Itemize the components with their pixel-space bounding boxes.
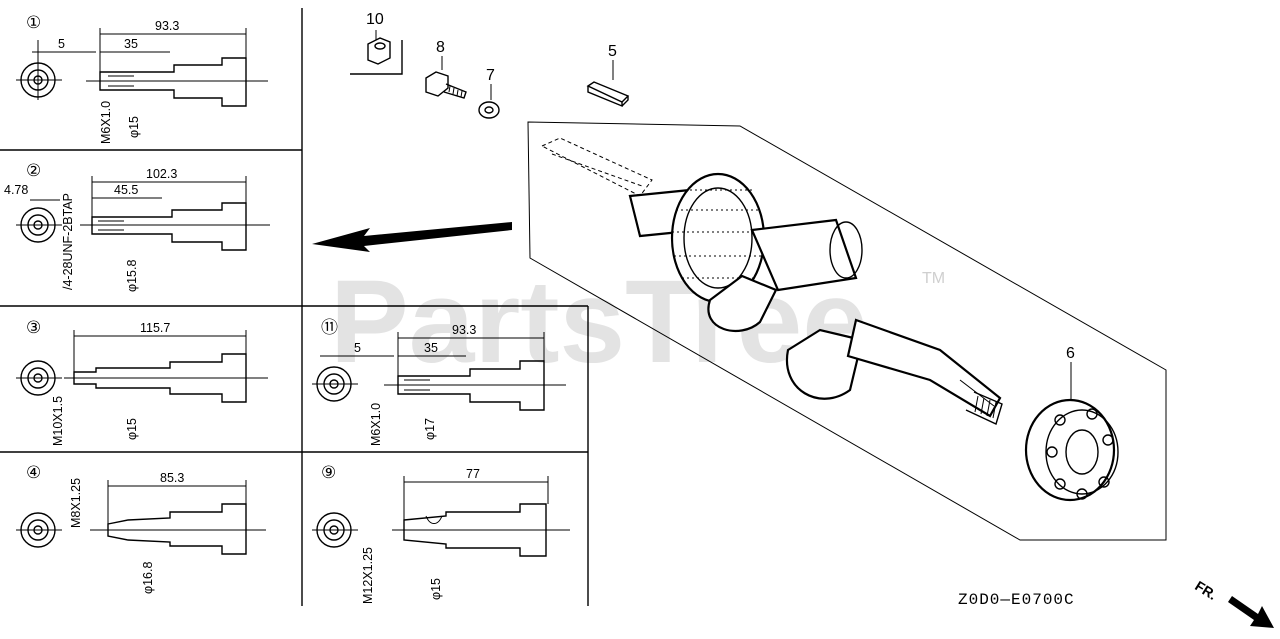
part-5-ref: 5	[608, 43, 617, 60]
variant-9-panel: ⑨ 77 M12X1.25 φ15	[312, 463, 570, 604]
front-arrow-icon	[1228, 596, 1274, 628]
crankshaft-icon	[628, 172, 1003, 425]
dim-overall-4: 85.3	[160, 471, 184, 485]
thread-11: M6X1.0	[369, 403, 383, 446]
dim-overall-11: 93.3	[452, 323, 476, 337]
callout-11: ⑪	[321, 318, 338, 337]
bolt-icon	[425, 71, 467, 99]
part-8-ref: 8	[436, 39, 445, 56]
part-7-washer: 7	[478, 67, 500, 119]
assembly-arrow-icon	[312, 222, 512, 252]
dim-overall-2: 102.3	[146, 167, 177, 181]
part-10-nut: 10	[350, 11, 403, 75]
part-6-bearing: 6	[1024, 345, 1119, 502]
diameter-3: φ15	[125, 418, 139, 440]
crankshaft-assembly	[527, 121, 1167, 541]
dim-mid-11: 35	[424, 341, 438, 355]
variant-4-panel: ④ 85.3 M8X1.25 φ16.8	[16, 463, 266, 594]
key-icon	[586, 81, 630, 108]
dim-overall-1: 93.3	[155, 19, 179, 33]
dim-small-11: 5	[354, 341, 361, 355]
dim-small-2: 4.78	[4, 183, 28, 197]
thread-3: M10X1.5	[51, 396, 65, 446]
callout-9: ⑨	[321, 463, 336, 482]
thread-1: M6X1.0	[99, 101, 113, 144]
variant-3-panel: ③ 115.7 M10X1.5 φ15	[16, 318, 268, 446]
diameter-1: φ15	[127, 116, 141, 138]
callout-1: ①	[26, 13, 41, 32]
part-8-bolt: 8	[425, 39, 467, 99]
diameter-11: φ17	[423, 418, 437, 440]
thread-9: M12X1.25	[361, 547, 375, 604]
callout-4: ④	[26, 463, 41, 482]
part-7-ref: 7	[486, 67, 495, 84]
dim-mid-1: 35	[124, 37, 138, 51]
thread-4: M8X1.25	[69, 478, 83, 528]
dim-small-1: 5	[58, 37, 65, 51]
variant-2-panel: ② 102.3 45.5 4.78 /4-28UNF-2BTAP φ15.8	[4, 161, 270, 292]
diagram-code: Z0D0—E0700C	[958, 591, 1075, 609]
washer-icon	[478, 101, 500, 119]
bearing-icon	[1024, 398, 1119, 502]
part-10-ref: 10	[366, 11, 384, 28]
front-label: FR.	[1192, 577, 1220, 603]
callout-3: ③	[26, 318, 41, 337]
thread-2: /4-28UNF-2BTAP	[61, 193, 75, 290]
variant-11-panel: ⑪ 93.3 35 5 M6X1.0 φ17	[312, 318, 566, 446]
front-indicator: FR.	[1192, 577, 1274, 628]
part-6-ref: 6	[1066, 345, 1075, 362]
variant-1-panel: ① 93.3 35 5 M6X1.0 φ15	[16, 13, 268, 144]
watermark-trademark: TM	[922, 270, 945, 287]
part-5-key: 5	[586, 43, 630, 108]
dim-overall-3: 115.7	[140, 321, 170, 335]
dim-mid-2: 45.5	[114, 183, 138, 197]
diameter-9: φ15	[429, 578, 443, 600]
dim-overall-9: 77	[466, 467, 480, 481]
panel-grid	[0, 8, 589, 606]
nut-icon	[367, 37, 391, 65]
diameter-4: φ16.8	[141, 562, 155, 594]
callout-2: ②	[26, 161, 41, 180]
diameter-2: φ15.8	[125, 260, 139, 292]
